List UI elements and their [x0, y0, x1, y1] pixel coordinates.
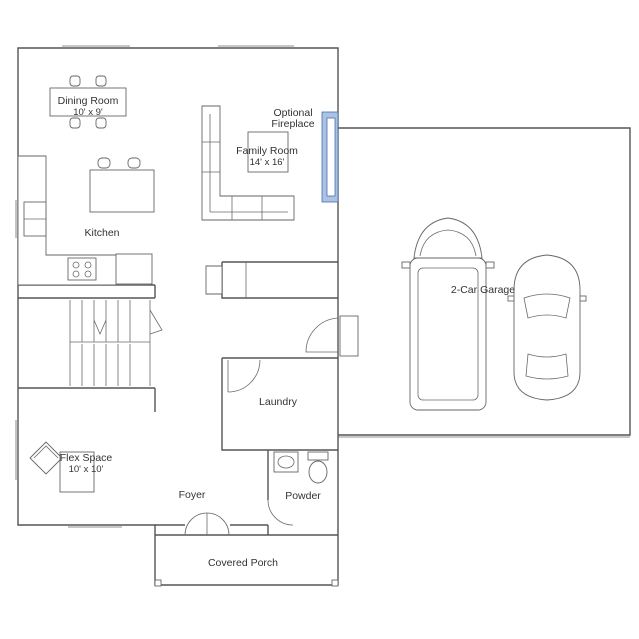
- front-door-icon: [184, 512, 230, 536]
- fireplace-highlight: [321, 111, 339, 203]
- garage-label: 2-Car Garage: [451, 284, 515, 296]
- laundry-door-icon: [227, 359, 261, 393]
- range-icon: [67, 257, 97, 281]
- family-room-label: Family Room: [236, 145, 298, 157]
- kitchen-label: Kitchen: [84, 227, 119, 239]
- hall-bench-icon: [205, 262, 247, 298]
- coffee-table-icon: [247, 131, 289, 173]
- fireplace-label-line2: Fireplace: [271, 118, 314, 130]
- fridge-icon: [115, 253, 153, 285]
- armchair-icon: [29, 441, 63, 475]
- dining-room-dims: 10' x 9': [73, 107, 103, 118]
- sink-icon: [273, 451, 299, 473]
- car-icon: [507, 254, 587, 401]
- toilet-icon: [307, 451, 329, 484]
- kitchen-island-icon: [89, 157, 155, 213]
- garage-outline: [338, 127, 631, 438]
- room-labels: Dining Room 10' x 9' Optional Fireplace …: [58, 95, 516, 569]
- powder-door-icon: [267, 499, 294, 526]
- van-icon: [401, 217, 495, 411]
- stairs-icon: [69, 300, 163, 386]
- flex-space-dims: 10' x 10': [69, 464, 104, 475]
- dining-room-label: Dining Room: [58, 95, 119, 107]
- fireplace-label-line1: Optional: [273, 107, 312, 119]
- foyer-label: Foyer: [179, 489, 206, 501]
- porch-posts: [154, 579, 339, 587]
- covered-porch-label: Covered Porch: [208, 557, 278, 569]
- flex-space-label: Flex Space: [60, 452, 113, 464]
- flex-table-icon: [59, 451, 95, 493]
- powder-label: Powder: [285, 490, 321, 502]
- laundry-label: Laundry: [259, 396, 298, 408]
- dining-table-icon: [49, 75, 127, 129]
- sectional-sofa-icon: [201, 105, 295, 221]
- family-room-dims: 14' x 16': [250, 157, 285, 168]
- garage-door-icon: [305, 315, 359, 357]
